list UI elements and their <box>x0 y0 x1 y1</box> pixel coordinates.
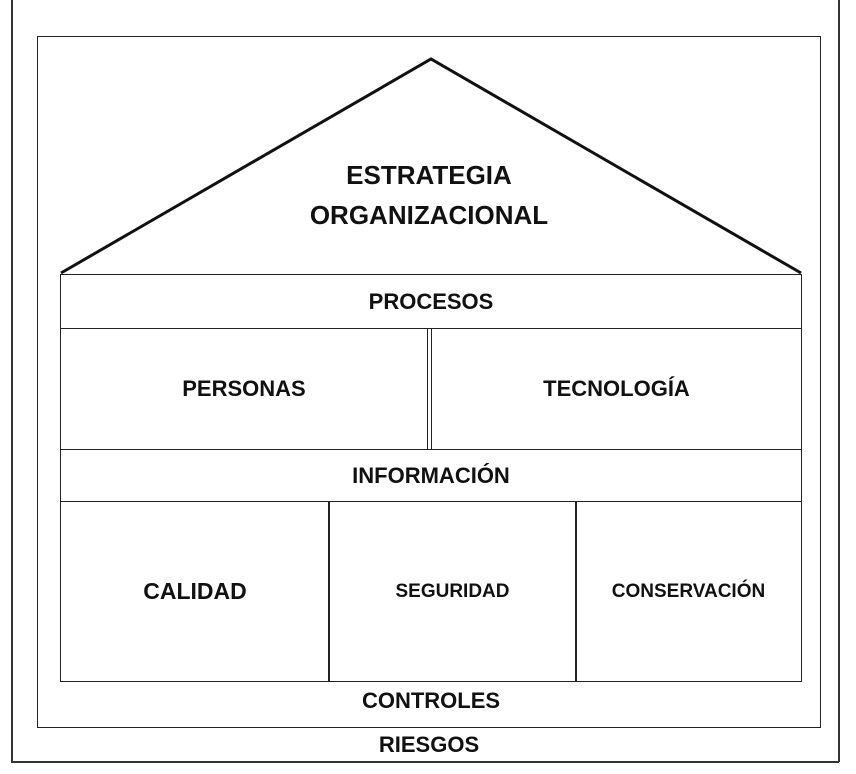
outer-frame-right <box>838 0 840 762</box>
calidad-pillar: CALIDAD <box>60 501 330 682</box>
personas-label: PERSONAS <box>182 376 306 401</box>
calidad-label: CALIDAD <box>143 578 247 604</box>
controls-frame <box>37 36 821 728</box>
outer-frame-bottom <box>11 761 839 763</box>
procesos-band: PROCESOS <box>60 274 802 329</box>
roof-title: ESTRATEGIA ORGANIZACIONAL <box>260 155 598 235</box>
procesos-label: PROCESOS <box>368 288 494 314</box>
roof-triangle <box>60 57 802 275</box>
tecnologia-label: TECNOLOGÍA <box>543 376 690 401</box>
roof-title-line2: ORGANIZACIONAL <box>309 200 549 230</box>
roof-title-line1: ESTRATEGIA <box>346 160 512 190</box>
informacion-label: INFORMACIÓN <box>352 462 510 488</box>
personas-box: PERSONAS <box>60 328 428 450</box>
outer-frame-left <box>11 0 13 762</box>
conservacion-pillar: CONSERVACIÓN <box>575 501 802 682</box>
controles-label: CONTROLES <box>361 688 501 713</box>
conservacion-label: CONSERVACIÓN <box>611 580 766 602</box>
informacion-band: INFORMACIÓN <box>60 449 802 502</box>
seguridad-label: SEGURIDAD <box>395 580 510 602</box>
seguridad-pillar: SEGURIDAD <box>328 501 577 682</box>
riesgos-label: RIESGOS <box>378 732 480 757</box>
tecnologia-box: TECNOLOGÍA <box>431 328 802 450</box>
